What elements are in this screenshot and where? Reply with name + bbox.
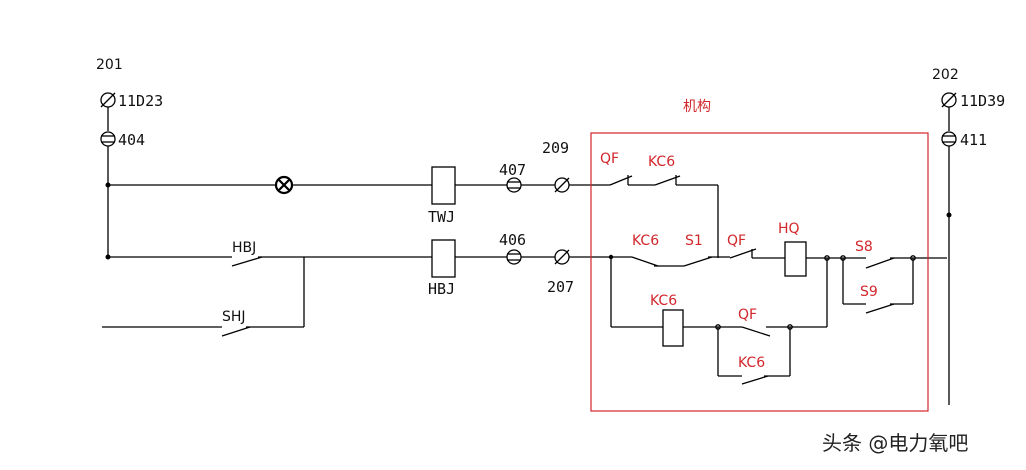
top-terminal-label: 209 <box>542 139 569 157</box>
kc6-hold-contact <box>741 375 769 385</box>
terminal-icon <box>554 177 570 193</box>
terminal-icon <box>554 249 570 265</box>
shj-contact <box>221 326 251 337</box>
qf-contact <box>741 326 771 337</box>
top-fuse-label: 407 <box>499 161 526 179</box>
right-bus-number: 202 <box>932 67 959 83</box>
kc6-1-label: KC6 <box>648 154 675 170</box>
kc6-contact <box>631 256 659 267</box>
kc6-coil-label: KC6 <box>650 293 677 309</box>
s8-label: S8 <box>855 239 873 255</box>
fuse-icon <box>100 131 116 147</box>
qf3-label: QF <box>738 307 757 323</box>
hq-coil <box>784 241 807 277</box>
twj-coil-label: TWJ <box>428 208 455 226</box>
qf-contact <box>609 175 633 186</box>
left-bus-number: 201 <box>96 57 123 73</box>
lamp-icon <box>274 175 294 195</box>
right-terminal-label: 11D39 <box>960 92 1005 110</box>
kc6-coil <box>662 309 684 347</box>
kc6-3-label: KC6 <box>738 355 765 371</box>
right-fuse-label: 411 <box>960 131 987 149</box>
s9-label: S9 <box>860 284 878 300</box>
terminal-icon <box>941 92 957 108</box>
left-fuse-label: 404 <box>118 131 145 149</box>
qf2-label: QF <box>727 233 746 249</box>
mechanism-frame <box>590 132 929 412</box>
watermark: 头条 @电力氧吧 <box>822 431 968 455</box>
hbj-coil-label: HBJ <box>428 280 455 298</box>
s1-label: S1 <box>685 233 703 249</box>
s8-contact <box>865 257 895 269</box>
junction-dot <box>946 212 952 218</box>
middle-fuse-label: 406 <box>499 231 526 249</box>
hbj-coil <box>431 239 456 278</box>
hbj-contact-label: HBJ <box>232 240 256 256</box>
middle-terminal-label: 207 <box>547 278 574 296</box>
mechanism-title: 机构 <box>683 99 711 115</box>
hbj-contact <box>231 256 263 267</box>
kc6-2-label: KC6 <box>632 233 659 249</box>
left-terminal-label: 11D23 <box>118 92 163 110</box>
fuse-icon <box>506 249 522 265</box>
qf1-label: QF <box>600 151 619 167</box>
fuse-icon <box>941 131 957 147</box>
terminal-icon <box>100 92 116 108</box>
hq-label: HQ <box>778 221 800 237</box>
twj-coil <box>431 166 456 205</box>
fuse-icon <box>506 177 522 193</box>
shj-contact-label: SHJ <box>222 309 246 325</box>
s1-contact <box>683 256 713 267</box>
s9-contact <box>865 303 895 314</box>
